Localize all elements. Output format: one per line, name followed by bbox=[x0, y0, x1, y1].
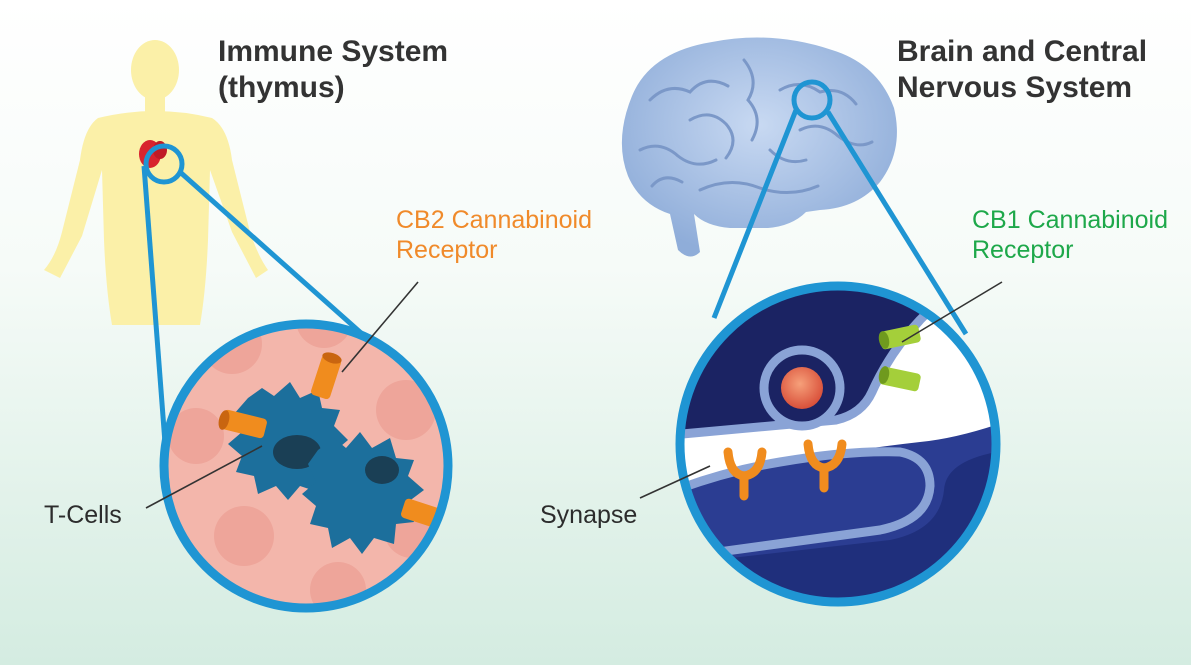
cb1-receptor bbox=[878, 324, 921, 350]
body-silhouette bbox=[44, 40, 268, 325]
magnifier-connector-left bbox=[141, 165, 169, 457]
synapse-label: Synapse bbox=[540, 501, 638, 529]
cb1-label-line1: CB1 Cannabinoid bbox=[972, 206, 1168, 234]
immune-magnifier-ring bbox=[159, 319, 453, 613]
cb2-receptor bbox=[311, 352, 342, 400]
cb1-receptor bbox=[878, 366, 921, 392]
cb2-label-line2: Receptor bbox=[396, 236, 498, 264]
synapse-magnifier-ring bbox=[675, 281, 1001, 607]
brain-cns-heading: Brain and Central Nervous System bbox=[897, 34, 1147, 106]
brain-folds bbox=[638, 58, 874, 194]
cb1-receptor-label: CB1 Cannabinoid Receptor bbox=[972, 205, 1168, 265]
brain-magnifier-ring bbox=[791, 79, 833, 121]
brain-illustration bbox=[621, 37, 897, 257]
tcells-label: T-Cells bbox=[44, 501, 122, 529]
synapse-leader-line bbox=[639, 465, 711, 499]
cb2-label-line1: CB2 Cannabinoid bbox=[396, 206, 592, 234]
cb2-receptor bbox=[218, 409, 267, 439]
immune-system-heading: Immune System (thymus) bbox=[218, 34, 448, 106]
magnifier-connector-left bbox=[711, 109, 799, 319]
synaptic-vesicle bbox=[759, 345, 845, 431]
immune-heading-line1: Immune System bbox=[218, 35, 449, 68]
thymus-magnifier-ring bbox=[143, 143, 185, 185]
t-cell bbox=[302, 432, 424, 554]
brain-heading-line1: Brain and Central bbox=[897, 35, 1148, 68]
immune-heading-line2: (thymus) bbox=[218, 71, 345, 104]
cb1-leader-line bbox=[901, 281, 1003, 343]
cb2-leader-line bbox=[341, 281, 419, 373]
cb2-receptor-label: CB2 Cannabinoid Receptor bbox=[396, 205, 592, 265]
immune-magnified-view bbox=[164, 324, 448, 608]
brain-heading-line2: Nervous System bbox=[897, 71, 1133, 104]
postsynaptic-receptor bbox=[723, 439, 847, 501]
tcells-leader-line bbox=[145, 445, 263, 509]
synapse-magnified-view bbox=[680, 286, 996, 602]
cb1-label-line2: Receptor bbox=[972, 236, 1074, 264]
magnifier-connector-right bbox=[825, 110, 969, 336]
